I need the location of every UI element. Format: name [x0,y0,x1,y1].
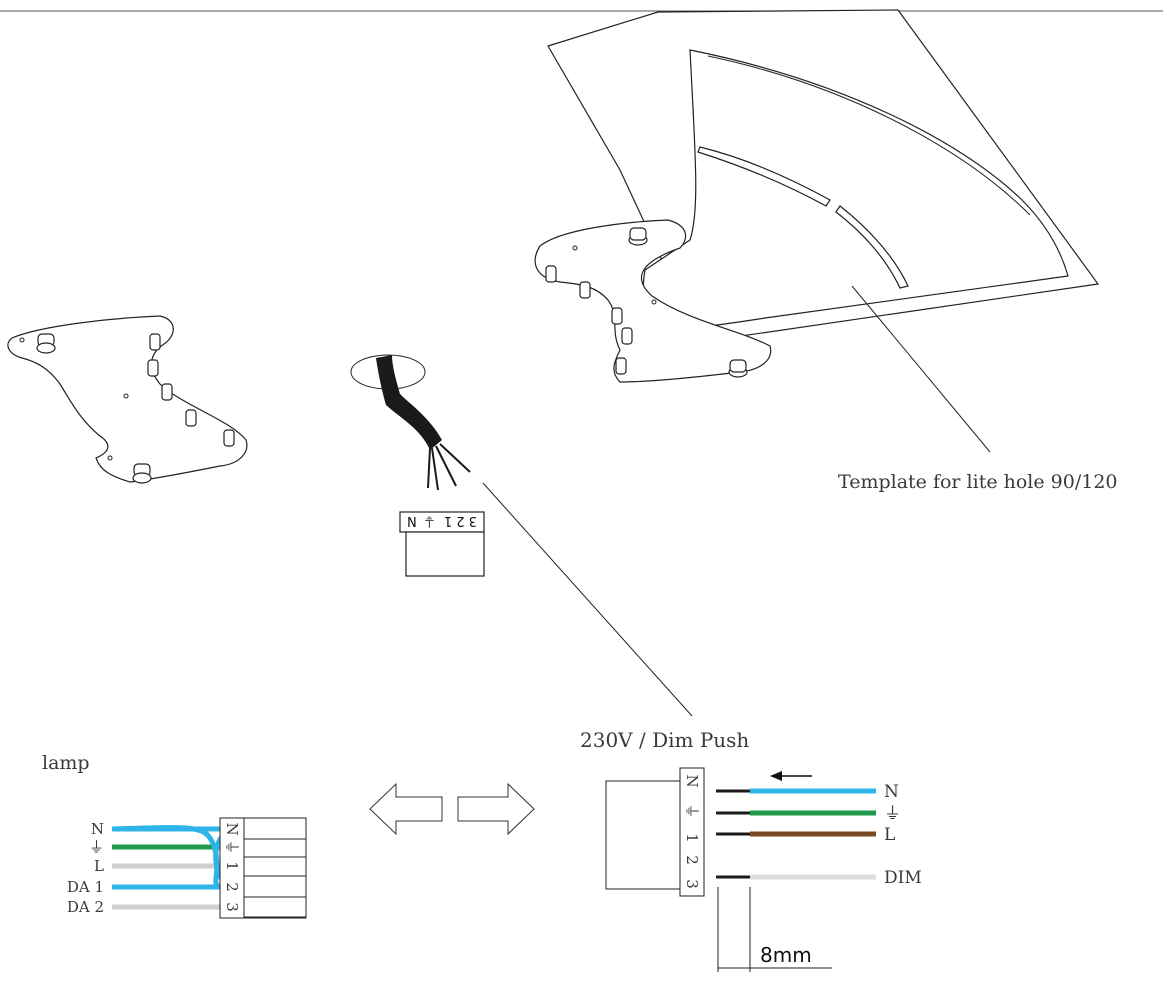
lamp-wire-label-0: N [91,820,104,838]
supply-cable [350,354,693,717]
template-cutout [642,49,1069,328]
supply-connector-body [605,780,681,890]
supply-terminal-4: 3 [683,879,701,889]
lamp-terminal-1: ⏚ [223,839,241,854]
supply-terminal-3: 2 [683,855,701,865]
lamp-terminal-4: 3 [223,902,241,912]
template-edge [707,55,1031,216]
supply-terminal-block [679,767,705,897]
supply-terminal-1: ⏚ [683,803,701,818]
supply-wire-label-1: ⏚ [884,804,901,824]
strip-length-label: 8mm [760,943,812,967]
supply-wire-label-3: DIM [884,868,922,888]
bracket-plate-left [7,315,248,484]
lamp-terminal-block [219,817,245,919]
template-label: Template for lite hole 90/120 [838,471,1118,493]
connector-top-terminals: 3 2 1 ⏚ N [407,513,477,528]
supply-wire-label-2: L [884,825,895,845]
supply-terminal-2: 1 [683,833,701,843]
supply-leader [482,482,693,717]
template-assembly [534,9,1100,453]
lamp-wire-label-3: DA 1 [67,878,104,896]
slot-2 [835,205,909,289]
lamp-terminal-3: 2 [223,882,241,892]
lamp-wire-label-4: DA 2 [67,898,104,916]
template-leader [851,285,991,453]
supply-terminal-0: N [683,774,701,787]
lamp-label: lamp [42,752,90,774]
bracket-pins-right [545,227,748,378]
strip-length-indicator [717,887,832,972]
right-arrow-icon [457,782,535,836]
connector-top: 3 2 1 ⏚ N [399,511,485,577]
lamp-connector-body [243,817,307,919]
supply-wire-label-0: N [884,782,899,802]
lamp-jumper-loop [111,825,222,890]
left-arrow-icon [369,782,443,836]
insert-arrow-icon [770,771,812,781]
bracket-plate-right [534,219,772,383]
lamp-wire-label-1: ⏚ [89,838,104,856]
slot-1 [697,146,831,207]
lamp-terminal-2: 1 [223,861,241,871]
lamp-terminal-0: N [223,822,241,835]
supply-label: 230V / Dim Push [580,728,749,752]
lamp-wiring: N⏚LDA 1DA 2N⏚123 [67,817,307,919]
lamp-wire-label-2: L [94,857,104,875]
